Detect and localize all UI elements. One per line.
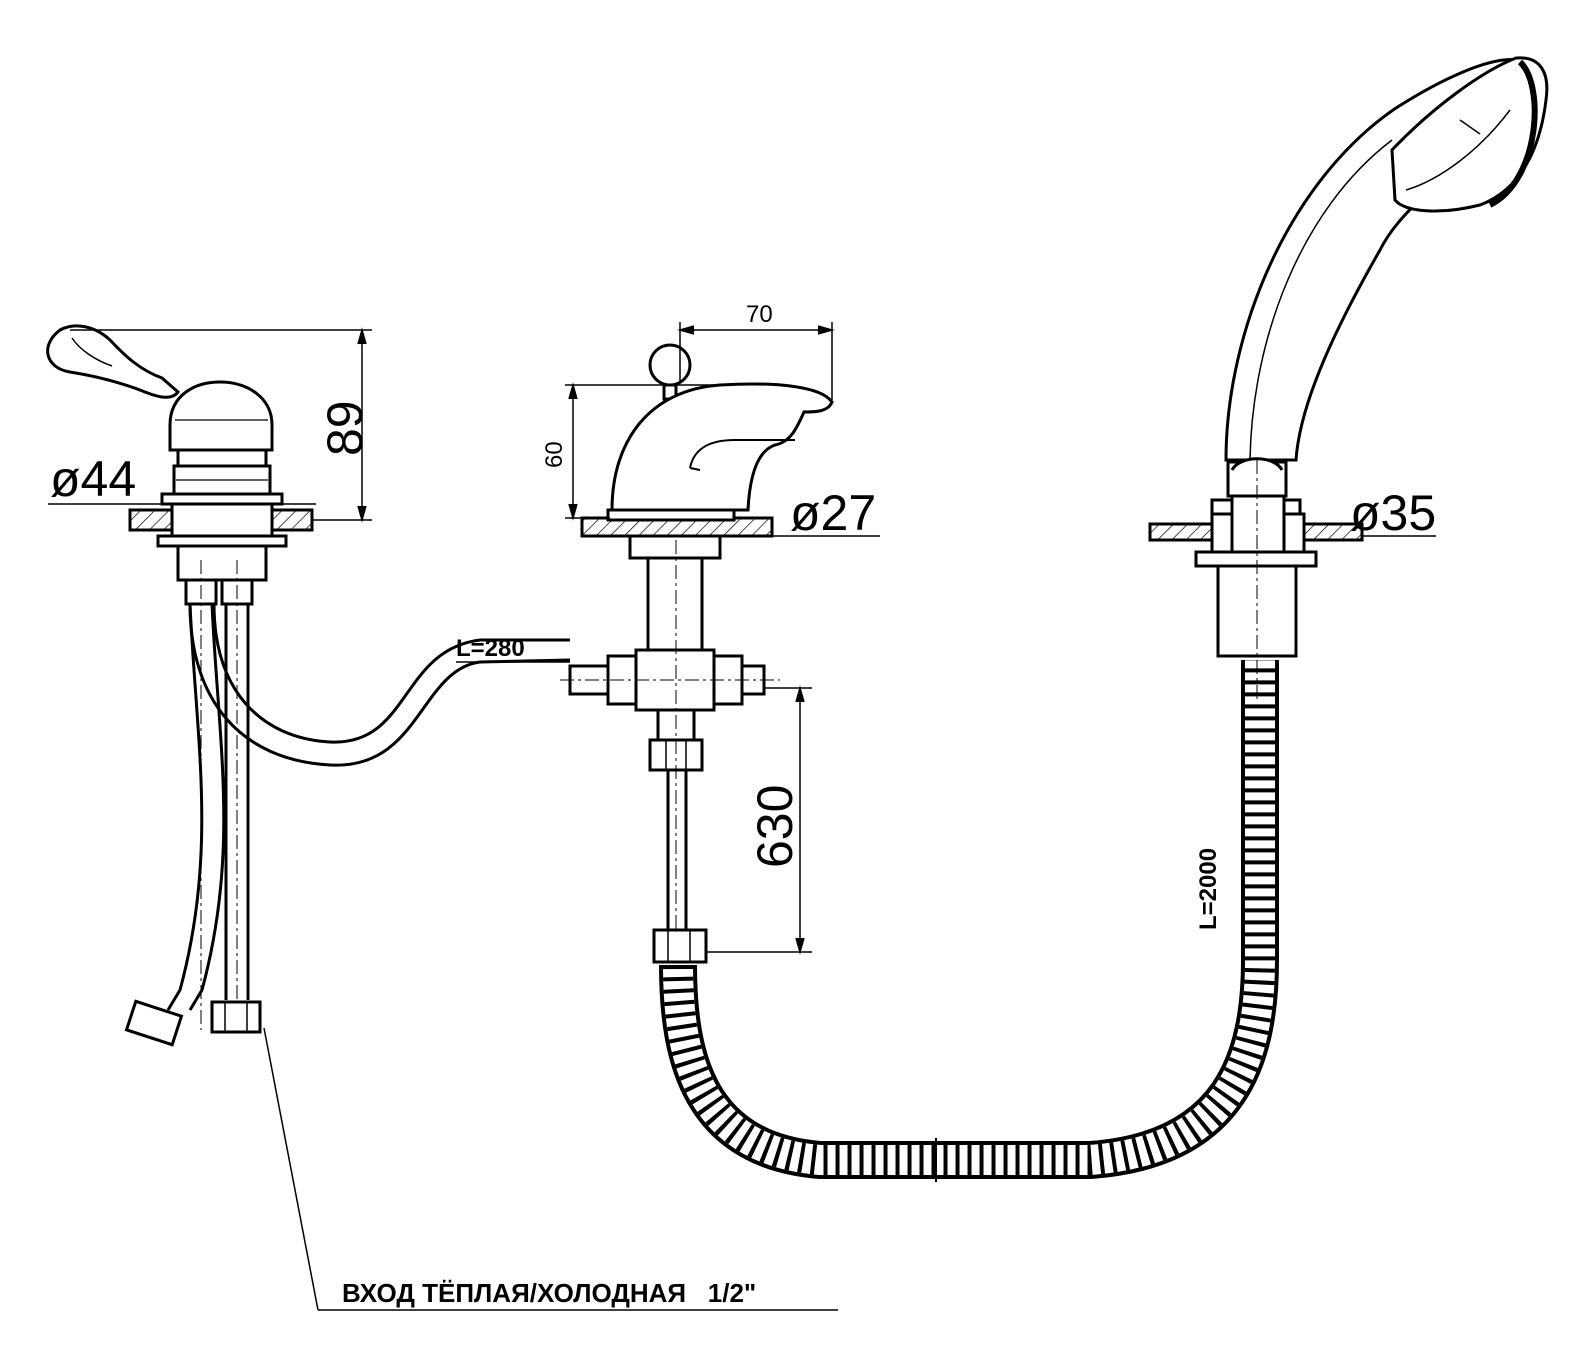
hose-length-label: L=2000 <box>1195 848 1222 930</box>
shower-head <box>1390 56 1549 213</box>
lever-handle <box>46 324 181 399</box>
hand-shower <box>1148 56 1549 700</box>
shower-hose <box>659 660 1279 1182</box>
nut-straight <box>210 1000 262 1034</box>
hose-nut-bottom <box>652 928 708 964</box>
nut-angled <box>124 999 184 1047</box>
spout-body <box>610 382 834 512</box>
left-height-label: 89 <box>317 400 373 456</box>
connector-pipe <box>188 603 571 767</box>
spout-height-label: 60 <box>541 441 568 468</box>
diverter-knob <box>648 343 692 387</box>
spout-diameter-label: ø27 <box>790 485 876 541</box>
shower-diameter-label: ø35 <box>1350 485 1436 541</box>
dimension-lines <box>48 322 1436 1311</box>
inlet-note: ВХОД ТЁПЛАЯ/ХОЛОДНАЯ 1/2" <box>342 1278 756 1308</box>
left-diameter-label: ø44 <box>50 451 136 507</box>
tee-drop-label: 630 <box>747 785 803 868</box>
spout-assembly <box>560 343 834 964</box>
left-mixer <box>46 324 314 1047</box>
connector-length-label: L=280 <box>456 635 525 662</box>
spout-width-label: 70 <box>746 301 773 328</box>
mixer-cap <box>168 380 274 452</box>
